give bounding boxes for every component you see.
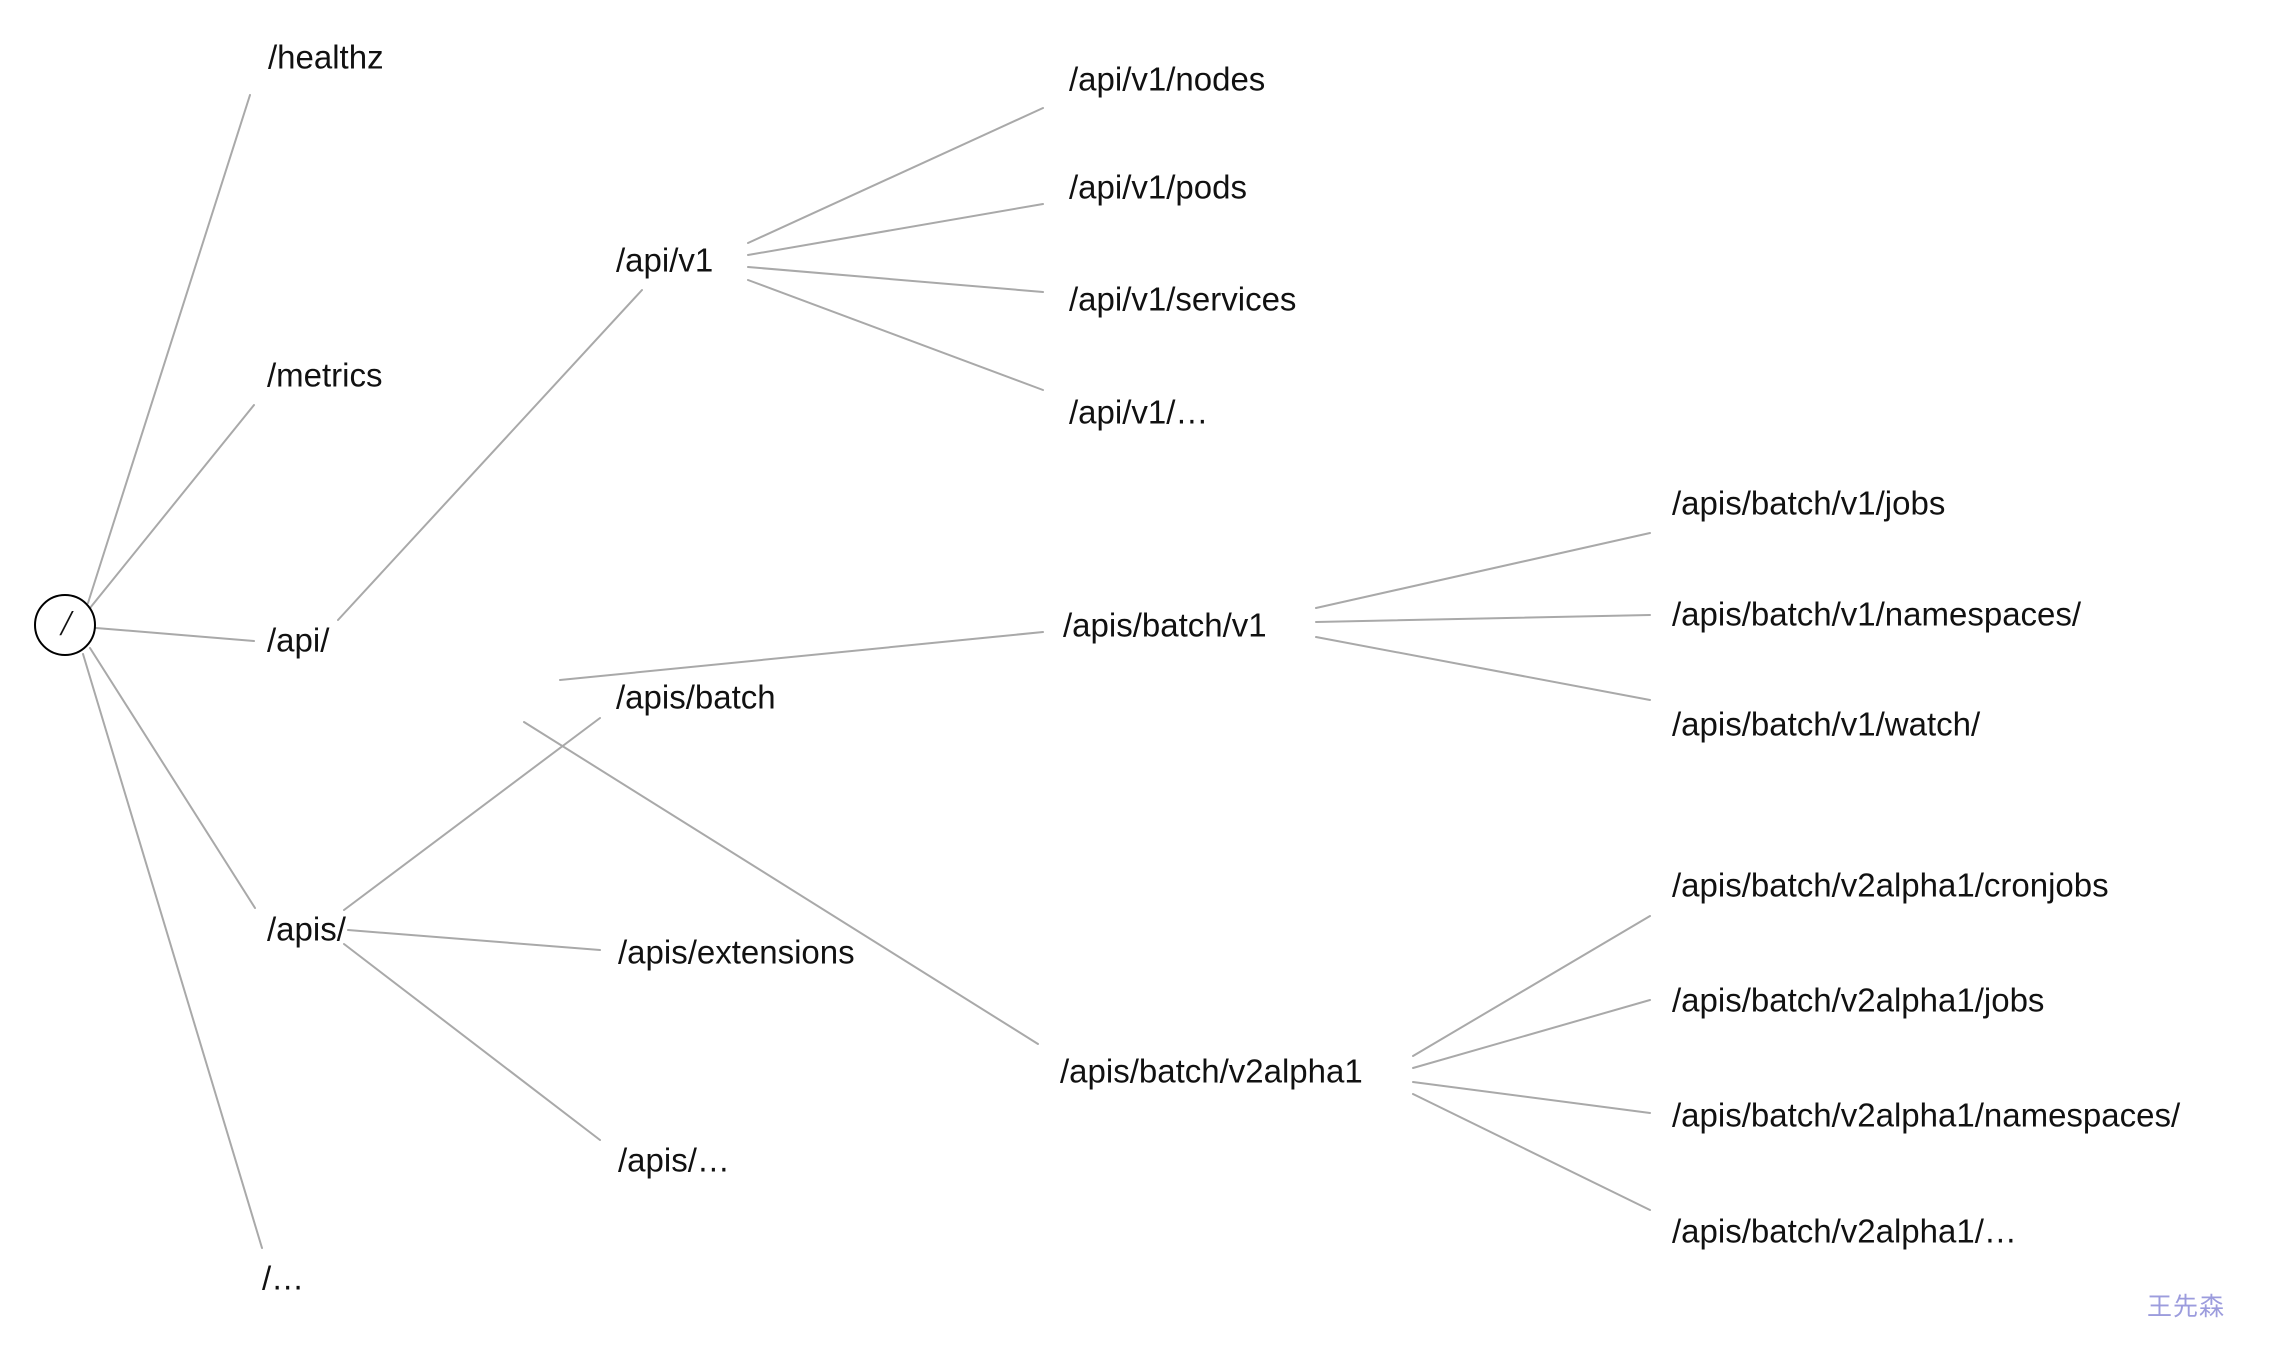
tree-edge: [89, 647, 256, 909]
tree-edge: [747, 203, 1044, 256]
tree-edge: [1315, 636, 1651, 701]
tree-node-metrics[interactable]: /metrics: [267, 357, 383, 394]
tree-node-root-ellipsis[interactable]: /…: [262, 1260, 304, 1297]
tree-edge: [89, 404, 255, 609]
watermark-label: 王先森: [2147, 1292, 2225, 1321]
tree-edge: [337, 289, 643, 621]
tree-node-batchv2[interactable]: /apis/batch/v2alpha1: [1060, 1053, 1363, 1090]
tree-node-batchv1-jobs[interactable]: /apis/batch/v1/jobs: [1672, 485, 1945, 522]
tree-node-batchv1-watch[interactable]: /apis/batch/v1/watch/: [1672, 706, 1981, 743]
tree-node-apis-ellipsis[interactable]: /apis/…: [618, 1142, 730, 1179]
tree-edge: [1412, 999, 1651, 1069]
tree-edge: [747, 266, 1044, 293]
tree-edge: [343, 943, 601, 1141]
tree-edge: [87, 94, 251, 604]
edges-layer: [82, 94, 1651, 1249]
tree-node-batchv2-ns[interactable]: /apis/batch/v2alpha1/namespaces/: [1672, 1097, 2181, 1134]
tree-node-batchv2-ellipsis[interactable]: /apis/batch/v2alpha1/…: [1672, 1213, 2017, 1250]
tree-edge: [559, 631, 1044, 681]
tree-node-apiv1[interactable]: /api/v1: [616, 242, 713, 279]
tree-node-apisbatch[interactable]: /apis/batch: [616, 679, 776, 716]
nodes-layer: /healthz/metrics/api/ /apis/ /… /api/v1/api…: [262, 39, 2181, 1297]
tree-edge: [95, 627, 255, 642]
tree-node-batchv1-ns[interactable]: /apis/batch/v1/namespaces/: [1672, 596, 2082, 633]
tree-edge: [1412, 1093, 1651, 1211]
tree-node-apisextensions[interactable]: /apis/extensions: [618, 934, 855, 971]
tree-node-healthz[interactable]: /healthz: [268, 39, 384, 76]
tree-edge: [82, 653, 263, 1249]
tree-node-batchv2-jobs[interactable]: /apis/batch/v2alpha1/jobs: [1672, 982, 2044, 1019]
tree-edge: [343, 717, 601, 911]
tree-edge: [1412, 915, 1651, 1057]
tree-node-apiv1-pods[interactable]: /api/v1/pods: [1069, 169, 1247, 206]
tree-edge: [747, 107, 1044, 244]
tree-node-apiv1-ellipsis[interactable]: /api/v1/…: [1069, 394, 1208, 431]
tree-node-apis[interactable]: /apis/: [267, 911, 347, 948]
tree-edge: [747, 279, 1044, 391]
tree-node-batchv1[interactable]: /apis/batch/v1: [1063, 607, 1267, 644]
tree-edge: [1315, 532, 1651, 609]
root-node-circle[interactable]: [34, 594, 96, 656]
root-node-group[interactable]: /: [34, 594, 96, 656]
root-node-label: /: [59, 602, 74, 642]
tree-edge: [1412, 1081, 1651, 1114]
tree-node-batchv2-cron[interactable]: /apis/batch/v2alpha1/cronjobs: [1672, 867, 2109, 904]
tree-edge: [523, 721, 1039, 1045]
tree-node-apiv1-nodes[interactable]: /api/v1/nodes: [1069, 61, 1265, 98]
tree-edge: [1315, 614, 1651, 623]
tree-node-api[interactable]: /api/: [267, 622, 330, 659]
tree-edge: [347, 929, 601, 951]
tree-node-apiv1-services[interactable]: /api/v1/services: [1069, 281, 1296, 318]
